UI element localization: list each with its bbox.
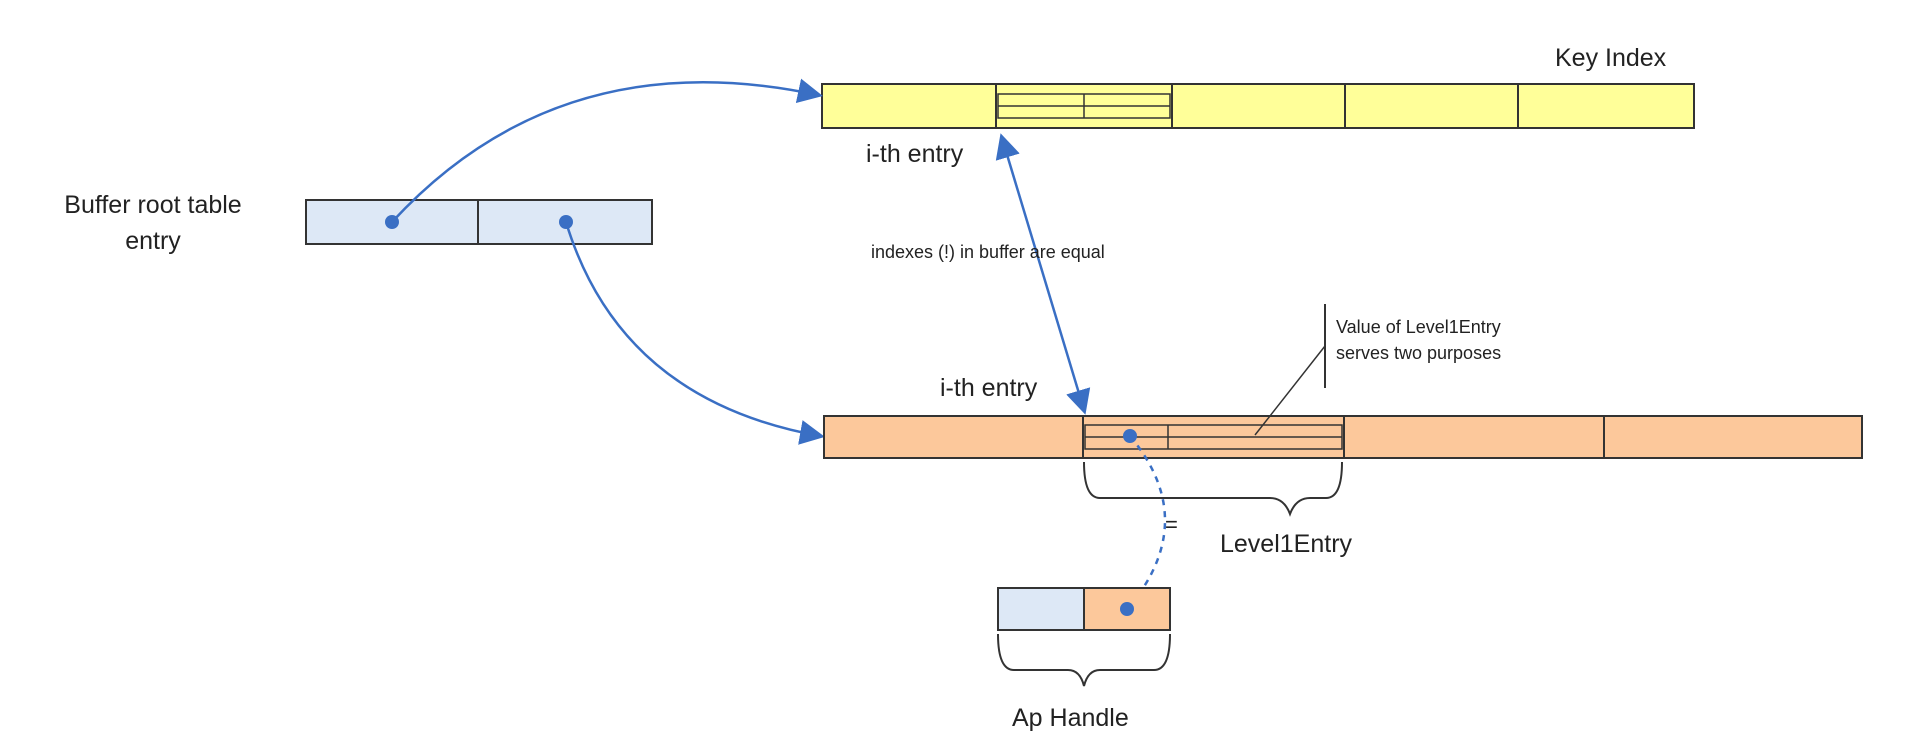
buffer-root-label-line2: entry <box>125 227 181 255</box>
buffer-root-label-line1: Buffer root table <box>64 191 241 219</box>
ap-handle-link <box>1129 435 1167 607</box>
equals-sign: = <box>1165 512 1178 537</box>
value-note-line1: Value of Level1Entry <box>1336 317 1501 337</box>
value-note-line2: serves two purposes <box>1336 343 1501 363</box>
ap-handle-brace <box>997 633 1171 687</box>
key-index-label: Key Index <box>1555 44 1667 72</box>
ap-handle-dot <box>1120 602 1134 616</box>
key-index-bar <box>821 83 1695 129</box>
ap-handle-label: Ap Handle <box>1012 704 1129 732</box>
level1entry-label: Level1Entry <box>1220 530 1353 558</box>
root-to-level1-arrow <box>564 221 825 445</box>
root-to-key-index-arrow <box>391 78 823 223</box>
buffer-root-entry <box>305 199 653 245</box>
level1-bar <box>823 415 1863 459</box>
ap-handle <box>997 587 1171 631</box>
ith-entry-bottom-label: i-th entry <box>940 374 1038 402</box>
ith-entry-top-label: i-th entry <box>866 140 964 168</box>
level1entry-brace <box>1083 461 1343 517</box>
indexes-equal-label: indexes (!) in buffer are equal <box>871 242 1105 262</box>
value-note-leader <box>1254 345 1326 436</box>
indexes-equal-arrow <box>995 133 1091 415</box>
